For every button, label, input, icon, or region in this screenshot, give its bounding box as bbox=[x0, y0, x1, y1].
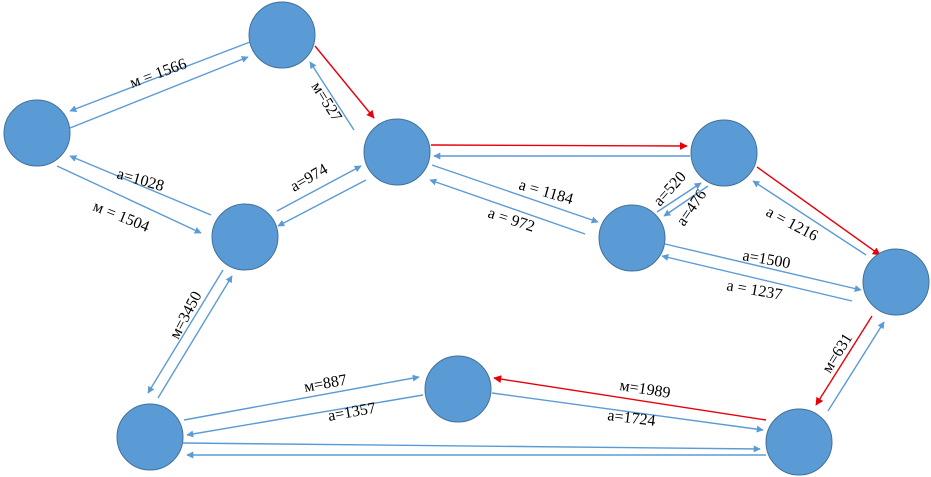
edge-center-to-upperright bbox=[430, 141, 688, 150]
node-top bbox=[248, 1, 316, 69]
edge-bottomright-to-bottomcenter bbox=[493, 375, 767, 421]
node-upper-right bbox=[690, 119, 758, 187]
edges bbox=[56, 41, 885, 459]
edge-upperright-to-rightmid bbox=[663, 185, 709, 217]
edge-midleft-to-bottomleft bbox=[147, 269, 224, 394]
edge-label: a = 972 bbox=[486, 205, 537, 236]
nodes bbox=[3, 1, 930, 476]
edge-rightmid-to-farright bbox=[664, 243, 862, 292]
edge-label: м=527 bbox=[308, 79, 345, 125]
edge-label: м=631 bbox=[819, 331, 856, 377]
edge-rightmid-to-upperright bbox=[656, 182, 702, 213]
edge-center-to-rightmid bbox=[431, 164, 599, 224]
edge-label: a=1724 bbox=[607, 407, 657, 430]
node-bottom-center bbox=[424, 355, 492, 423]
edge-label: м = 1504 bbox=[91, 198, 152, 236]
edge-bottomleft-to-bottomcenter bbox=[183, 374, 420, 421]
edge-label: a=974 bbox=[288, 161, 331, 196]
edge-top-to-left bbox=[69, 41, 251, 113]
edge-farright-to-upperright bbox=[752, 180, 867, 256]
node-left bbox=[3, 99, 71, 167]
node-bottom-left bbox=[116, 403, 184, 471]
edge-bottomright-to-farright bbox=[827, 321, 885, 412]
node-right-mid bbox=[598, 204, 666, 272]
node-mid-left bbox=[211, 203, 279, 271]
node-far-right bbox=[862, 248, 930, 316]
edge-upperright-to-farright bbox=[756, 166, 881, 256]
edge-left-to-midleft bbox=[56, 165, 202, 234]
edge-farright-to-rightmid bbox=[661, 254, 853, 302]
edge-label: a = 1216 bbox=[763, 204, 821, 245]
edge-center-to-midleft bbox=[277, 179, 367, 227]
edge-midleft-to-left bbox=[69, 155, 212, 216]
edge-label: м=3450 bbox=[167, 289, 206, 342]
edge-label: м=887 bbox=[303, 372, 348, 396]
node-center bbox=[363, 118, 431, 186]
edge-midleft-to-center bbox=[276, 165, 362, 212]
edge-bottomcenter-to-bottomright bbox=[491, 392, 764, 433]
edge-label: a=1357 bbox=[327, 400, 377, 425]
edge-bottomcenter-to-bottomleft bbox=[186, 394, 424, 438]
edge-top-to-center bbox=[314, 45, 375, 119]
node-bottom-right bbox=[765, 408, 833, 476]
edge-bottomleft-to-midleft bbox=[157, 275, 233, 399]
edge-rightmid-to-center bbox=[429, 178, 586, 235]
edge-label: a=1028 bbox=[115, 166, 166, 196]
edge-label: a=476 bbox=[673, 187, 710, 230]
edge-label: м = 1566 bbox=[128, 56, 189, 92]
edge-bottomleft-to-bottomright bbox=[182, 442, 761, 453]
edge-label: a = 1237 bbox=[725, 277, 783, 303]
edge-left-to-top bbox=[69, 56, 249, 129]
edge-center-to-top bbox=[309, 61, 355, 131]
edge-farright-to-bottomright bbox=[815, 315, 873, 406]
